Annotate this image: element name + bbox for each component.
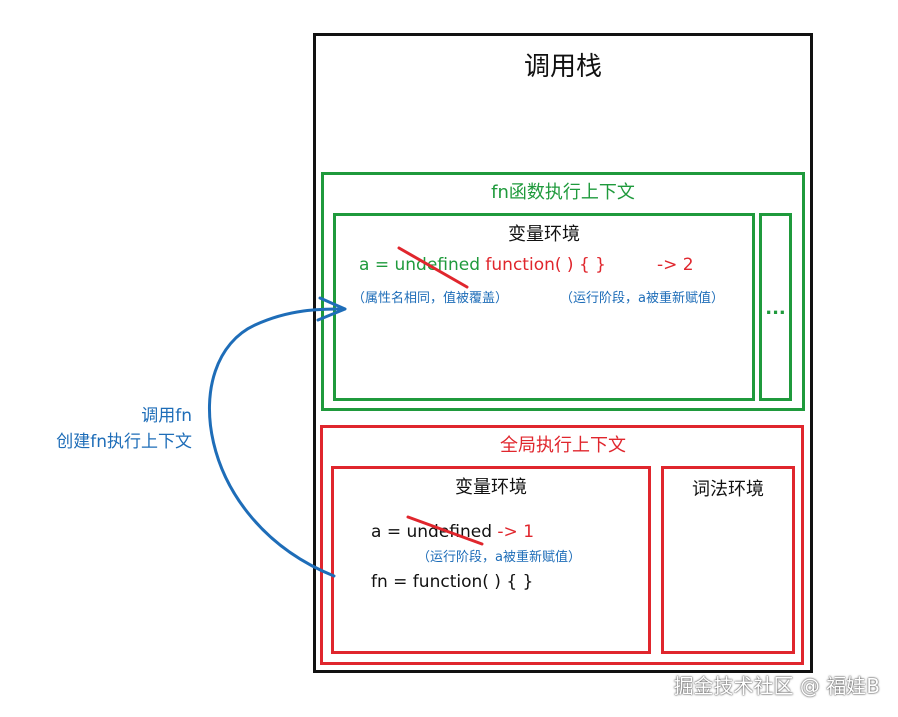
call-arrow-head: [316, 296, 347, 322]
global-execution-context-box: [320, 425, 804, 665]
fn-var-prefix: a =: [359, 255, 395, 275]
fn-context-title: fn函数执行上下文: [491, 182, 635, 203]
fn-variable-env-title: 变量环境: [508, 224, 580, 245]
watermark: 掘金技术社区 @ 福娃B: [673, 674, 880, 698]
lexical-env-title: 词法环境: [692, 479, 764, 500]
global-var-prefix: a =: [371, 522, 407, 542]
call-arrow-curve: [208, 307, 345, 578]
fn-variable-environment-box: [333, 213, 755, 401]
call-stack-title: 调用栈: [523, 52, 602, 82]
lexical-environment-box: [661, 466, 795, 654]
fn-note-left: （属性名相同，值被覆盖）: [352, 291, 509, 306]
fn-note-right: （运行阶段，a被重新赋值）: [560, 291, 724, 306]
fn-undefined-strikethrough: [397, 246, 469, 289]
fn-var-new-value: function( ) { }: [485, 255, 606, 275]
global-fn-line: fn = function( ) { }: [371, 572, 534, 592]
global-var-line: a = undefined -> 1: [371, 522, 534, 542]
global-variable-env-title: 变量环境: [455, 477, 527, 498]
fn-more-box: [759, 213, 792, 401]
fn-var-old-value: undefined: [394, 255, 481, 275]
fn-var-line: a = undefined function( ) { }: [359, 255, 606, 275]
global-note: （运行阶段，a被重新赋值）: [417, 550, 581, 565]
call-label-line2: 创建fn执行上下文: [56, 432, 192, 452]
global-undefined-strikethrough: [406, 515, 484, 546]
global-context-title: 全局执行上下文: [500, 435, 626, 456]
fn-more-label: ...: [765, 298, 786, 319]
call-label-line1: 调用fn: [141, 406, 192, 426]
fn-var-arrow-value: -> 2: [657, 255, 694, 275]
global-var-arrow-value: -> 1: [497, 522, 535, 542]
call-stack-box: [313, 33, 813, 673]
global-variable-environment-box: [331, 466, 651, 654]
fn-execution-context-box: [321, 172, 805, 411]
